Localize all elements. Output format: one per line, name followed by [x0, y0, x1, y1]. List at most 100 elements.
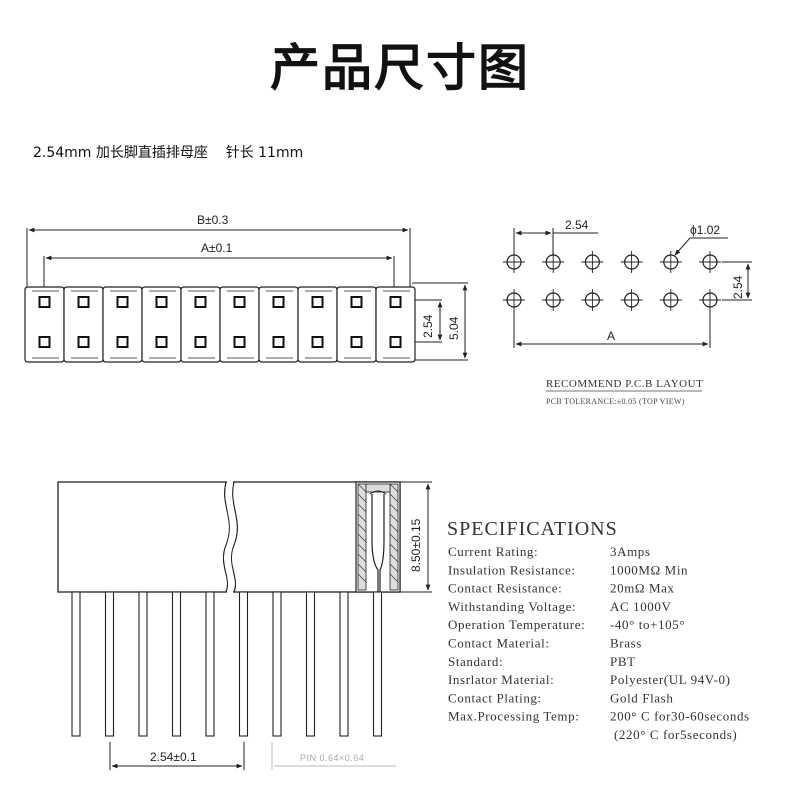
- side-pitch-label: 2.54±0.1: [150, 750, 197, 764]
- top-cell: [297, 286, 338, 363]
- pin-square: [38, 296, 51, 308]
- pin-square: [389, 296, 402, 308]
- spec-value: Polyester(UL 94V-0): [610, 672, 731, 687]
- pin-square: [116, 296, 129, 308]
- spec-row: Max.Processing Temp: 200° C for30-60secon…: [448, 709, 750, 724]
- spec-label: Current Rating:: [448, 544, 538, 559]
- pcb-hole-label: ϕ1.02: [690, 223, 720, 237]
- pcb-hole: [581, 289, 604, 311]
- spec-label: Insrlator Material:: [448, 672, 554, 687]
- side-height-label: 8.50±0.15: [409, 518, 423, 572]
- pcb-hole: [542, 289, 565, 311]
- pcb-layout: 2.54 ϕ1.02 2.54 A RECOMMEND P.C.B LAYOUT…: [503, 218, 752, 406]
- side-view: 8.50±0.15 2.54±0.1 PIN 0.64×0.64: [57, 481, 432, 770]
- pcb-hole: [581, 251, 604, 273]
- spec-label: Contact Material:: [448, 636, 550, 651]
- spec-value: 20mΩ Max: [610, 581, 675, 596]
- spec-row: Contact Material: Brass: [448, 636, 642, 651]
- dim-row-pitch-label: 2.54: [421, 314, 435, 338]
- spec-label: Insulation Resistance:: [448, 562, 576, 577]
- top-cell: [102, 286, 143, 363]
- top-cell: [219, 286, 260, 363]
- spec-value: PBT: [610, 654, 636, 669]
- side-pin: [104, 591, 115, 737]
- pcb-tolerance: PCB TOLERANCE:±0.05 (TOP VIEW): [546, 397, 685, 406]
- spec-extra: (220° C for5seconds): [614, 727, 737, 742]
- top-cell: [24, 286, 65, 363]
- spec-label: Contact Plating:: [448, 690, 542, 705]
- top-view: B±0.3 A±0.1 2.54 5.04: [24, 213, 468, 363]
- pin-size-label: PIN 0.64×0.64: [300, 753, 364, 763]
- side-pin: [138, 591, 148, 737]
- spec-value: Brass: [610, 636, 642, 651]
- side-pin: [171, 591, 182, 737]
- pin-square: [350, 296, 363, 308]
- side-pin: [205, 591, 215, 737]
- spec-row: Withstanding Voltage: AC 1000V: [448, 599, 672, 614]
- top-cell: [141, 286, 182, 363]
- spec-label: Max.Processing Temp:: [448, 709, 579, 724]
- pcb-pitch-label: 2.54: [565, 218, 589, 232]
- spec-value: AC 1000V: [610, 599, 672, 614]
- side-pin: [272, 591, 282, 737]
- top-cell: [375, 286, 416, 363]
- specifications: SPECIFICATIONS Current Rating: 3AmpsInsul…: [447, 518, 750, 742]
- dim-a-label: A±0.1: [201, 241, 233, 255]
- top-cell: [336, 286, 377, 363]
- dim-height-label: 5.04: [447, 316, 461, 340]
- spec-row: Standard: PBT: [448, 654, 636, 669]
- spec-value: Gold Flash: [610, 690, 673, 705]
- spec-label: Contact Resistance:: [448, 581, 562, 596]
- pcb-hole: [699, 289, 721, 311]
- spec-value: 200° C for30-60seconds: [610, 709, 750, 724]
- spec-value: 3Amps: [610, 544, 651, 559]
- pin-square: [350, 336, 363, 348]
- pcb-hole: [620, 251, 643, 273]
- spec-row: Insulation Resistance: 1000MΩ Min: [448, 562, 688, 577]
- pcb-hole: [699, 251, 721, 273]
- side-pin: [238, 591, 249, 737]
- pin-square: [194, 336, 207, 348]
- pcb-hole: [620, 289, 643, 311]
- pin-square: [194, 296, 207, 308]
- spec-label: Withstanding Voltage:: [448, 599, 576, 614]
- pcb-hole: [542, 251, 565, 273]
- side-pin: [372, 591, 383, 737]
- spec-value: 1000MΩ Min: [610, 562, 688, 577]
- spec-row: Contact Plating: Gold Flash: [448, 690, 673, 705]
- top-cell: [258, 286, 299, 363]
- pcb-hole: [503, 289, 525, 311]
- spec-title: SPECIFICATIONS: [447, 518, 618, 540]
- pin-square: [116, 336, 129, 348]
- pin-square: [77, 336, 90, 348]
- pcb-hole: [659, 289, 682, 311]
- side-pin: [339, 591, 349, 737]
- pcb-hole: [659, 251, 682, 273]
- side-pin: [71, 591, 81, 737]
- spec-row: Current Rating: 3Amps: [448, 544, 651, 559]
- top-cell: [180, 286, 221, 363]
- pin-square: [272, 296, 285, 308]
- pin-square: [272, 336, 285, 348]
- pcb-a-label: A: [607, 329, 615, 343]
- pin-square: [77, 296, 90, 308]
- spec-label: Operation Temperature:: [448, 617, 585, 632]
- pin-square: [233, 296, 246, 308]
- spec-row: Contact Resistance: 20mΩ Max: [448, 581, 675, 596]
- pin-square: [155, 296, 168, 308]
- pin-square: [38, 336, 51, 348]
- spec-row: Insrlator Material: Polyester(UL 94V-0): [448, 672, 731, 687]
- pcb-caption: RECOMMEND P.C.B LAYOUT: [546, 378, 703, 390]
- spec-value: -40° to+105°: [610, 617, 685, 632]
- pin-square: [311, 296, 324, 308]
- spec-label: Standard:: [448, 654, 503, 669]
- pcb-row-pitch-label: 2.54: [731, 275, 745, 299]
- dim-b-label: B±0.3: [197, 213, 229, 227]
- pin-square: [233, 336, 246, 348]
- product-subtitle: 2.54mm 加长脚直插排母座 针长 11mm: [33, 145, 304, 161]
- pin-square: [155, 336, 168, 348]
- top-cell: [63, 286, 104, 363]
- spec-row: Operation Temperature: -40° to+105°: [448, 617, 685, 632]
- pcb-hole: [503, 251, 525, 273]
